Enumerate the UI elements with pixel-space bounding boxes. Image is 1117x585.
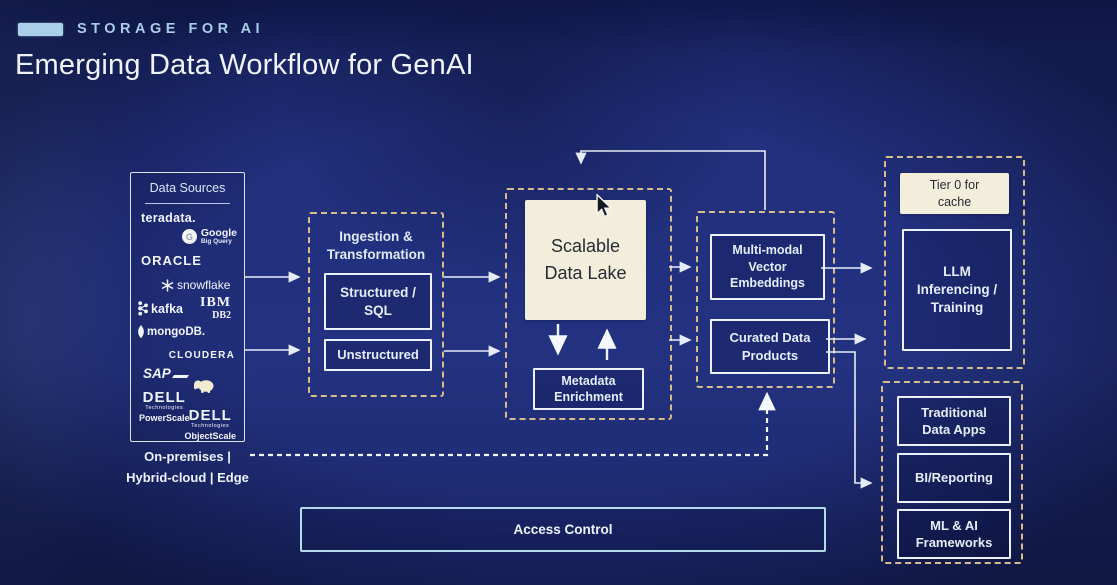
dell-logo-text: DELL [142,389,186,406]
kafka-logo: kafka [137,301,183,316]
google-bigquery-logo: G Google Big Query [181,227,237,246]
cloudera-logo: CLOUDERA [168,350,235,361]
ml-ai-frameworks-box: ML & AI Frameworks [897,509,1011,559]
slide-kicker: STORAGE FOR AI [77,21,265,37]
data-sources-panel: Data Sources teradata. G Google Big Quer… [130,172,245,442]
ibm-db2-logo: IBM DB2 [200,295,231,321]
sap-logo: SAP [143,366,189,381]
dell-technologies-text: Technologies [145,405,184,411]
dell-objectscale-logo: DELL Technologies ObjectScale [184,408,236,441]
hadoop-elephant-logo [192,377,216,399]
consumer-apps-group: Traditional Data Apps BI/Reporting ML & … [881,381,1023,564]
data-sources-logo-list: teradata. G Google Big Query ORACLE s [137,209,238,440]
db2-logo-text: DB2 [212,309,231,321]
kafka-icon [138,301,148,316]
google-icon: G [181,229,197,245]
scalable-data-lake-box: Scalable Data Lake [525,200,646,320]
kicker-bar-icon [18,23,63,36]
curated-data-products-box: Curated Data Products [710,319,830,374]
mouse-cursor-icon [596,194,613,218]
access-control-label: Access Control [513,522,613,537]
dell-technologies-text: Technologies [191,423,230,429]
mongodb-leaf-icon [138,325,144,338]
kafka-logo-text: kafka [151,301,183,316]
snowflake-icon [161,279,174,291]
metadata-enrichment-box: Metadata Enrichment [533,368,644,410]
ingestion-title: Ingestion & Transformation [326,229,426,263]
ingestion-transformation-group: Ingestion & Transformation Structured / … [308,212,444,397]
traditional-data-apps-box: Traditional Data Apps [897,396,1011,446]
google-logo-text: Google [200,227,237,239]
bigquery-logo-text: Big Query [200,238,232,246]
sap-logo-text: SAP [143,366,171,381]
dell-logo-text: DELL [188,407,232,424]
slide-title: Emerging Data Workflow for GenAI [15,49,474,81]
llm-inferencing-training-box: LLM Inferencing / Training [902,229,1012,351]
oracle-logo: ORACLE [141,253,202,268]
data-sources-title: Data Sources [149,181,226,195]
divider [145,203,230,204]
sap-slash-icon [171,375,189,378]
mongodb-logo-text: mongoDB. [147,325,206,338]
multimodal-vector-embeddings-box: Multi-modal Vector Embeddings [710,234,825,300]
bi-reporting-box: BI/Reporting [897,453,1011,503]
ibm-logo-text: IBM [200,295,231,310]
dell-powerscale-logo: DELL Technologies PowerScale [139,390,190,423]
snowflake-logo-text: snowflake [177,278,231,292]
access-control-bar: Access Control [300,507,826,552]
llm-inferencing-group: Tier 0 for cache LLM Inferencing / Train… [884,156,1025,369]
teradata-logo: teradata. [141,211,196,225]
snowflake-logo: snowflake [161,278,230,292]
tier0-cache-box: Tier 0 for cache [900,173,1009,214]
structured-sql-box: Structured / SQL [324,273,432,330]
powerscale-text: PowerScale [139,412,190,423]
data-lake-group: Scalable Data Lake Metadata Enrichment [505,188,672,420]
elephant-icon [193,380,214,393]
unstructured-box: Unstructured [324,339,432,371]
objectscale-text: ObjectScale [184,430,236,441]
mongodb-logo: mongoDB. [137,325,205,338]
vector-embeddings-group: Multi-modal Vector Embeddings Curated Da… [696,211,835,388]
deployment-caption: On-premises | Hybrid-cloud | Edge [126,449,249,485]
